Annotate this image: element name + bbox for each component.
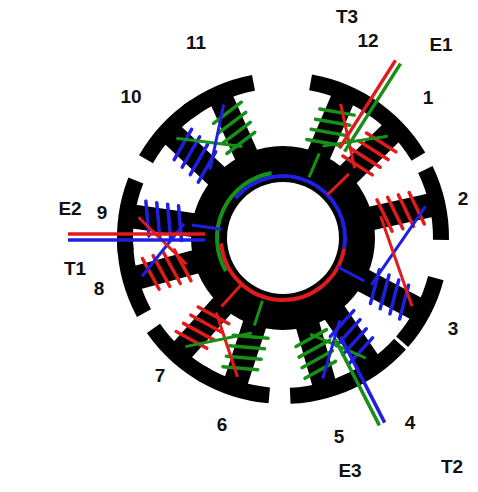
ring-spoke — [327, 174, 349, 195]
slot-number: 2 — [458, 189, 469, 208]
lead-wire — [345, 64, 401, 152]
terminal-label: E3 — [338, 461, 361, 480]
coil-winding — [366, 128, 395, 158]
coil-link — [185, 333, 251, 347]
coil-winding — [351, 143, 380, 173]
coil-winding — [230, 338, 265, 356]
coil-winding — [184, 144, 213, 174]
coil-winding — [176, 326, 207, 355]
coil-link — [381, 216, 412, 306]
lead-wire — [341, 337, 385, 423]
coil-winding — [303, 361, 338, 378]
slot-number: 7 — [155, 366, 166, 385]
slot-number: 3 — [448, 319, 459, 338]
coil-link — [323, 320, 340, 378]
slot-number: 11 — [186, 33, 206, 52]
ring-spoke — [254, 301, 262, 326]
slot-number: 5 — [334, 427, 345, 446]
coil-link — [216, 312, 237, 376]
slot-number: 10 — [120, 87, 141, 106]
slot-number: 1 — [423, 88, 434, 107]
slot-number: 6 — [217, 415, 228, 434]
terminal-label: T3 — [336, 7, 358, 26]
coil-link — [371, 206, 425, 284]
coil-winding — [224, 132, 258, 153]
lead-wire — [68, 238, 205, 242]
ring-spoke — [309, 153, 319, 177]
stator-tooth — [181, 71, 285, 180]
lead-wire — [339, 60, 395, 148]
rotor-bore — [227, 182, 339, 294]
slot-number: 9 — [97, 203, 108, 222]
ring-spoke — [338, 267, 365, 281]
coil-winding — [168, 129, 197, 159]
coil-winding — [223, 359, 258, 377]
coil-link — [142, 224, 184, 277]
ring-spoke — [222, 284, 242, 306]
slot-number: 4 — [405, 413, 416, 432]
ring-spoke — [192, 225, 222, 229]
star-ring — [236, 176, 345, 249]
star-ring — [217, 173, 272, 271]
coil-link — [176, 138, 242, 146]
coil-winding — [320, 102, 354, 123]
lead-wire — [335, 339, 379, 425]
terminal-label: E1 — [429, 35, 452, 54]
coil-winding — [210, 102, 244, 123]
slot-number: 8 — [94, 279, 105, 298]
stator-tooth — [144, 272, 258, 387]
terminal-label: E2 — [58, 199, 81, 218]
star-ring — [221, 243, 344, 300]
coil-winding — [326, 311, 359, 337]
slot-number: 12 — [357, 31, 378, 50]
terminal-label: T2 — [441, 457, 463, 476]
terminal-label: T1 — [64, 259, 86, 278]
lead-wire — [68, 232, 205, 236]
coil-winding — [192, 152, 221, 182]
coil-winding — [219, 122, 253, 143]
coil-link — [210, 105, 224, 170]
stator-tooth — [353, 165, 453, 258]
